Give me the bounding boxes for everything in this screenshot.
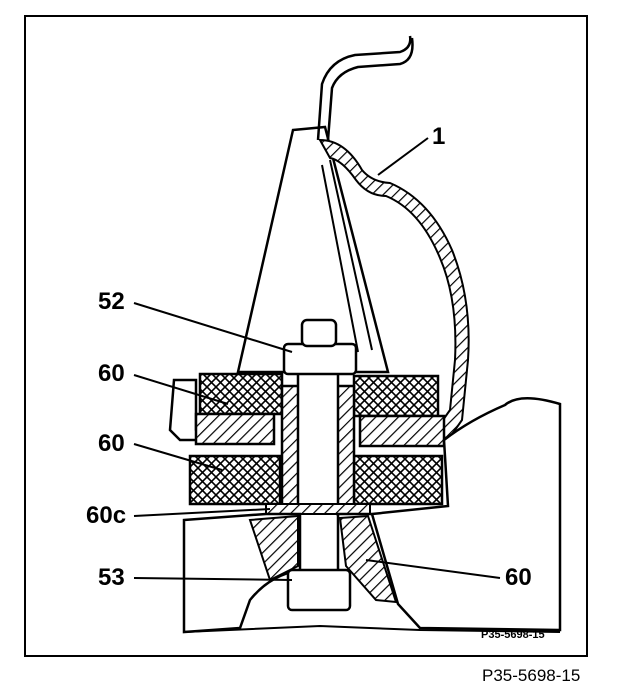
upper-plate-right [358,414,446,448]
lower-mount-right [352,454,444,506]
lower-mount-left [188,454,282,506]
callout-1: 1 [432,123,446,150]
callout-60-middle: 60 [98,430,125,457]
bolt-head [286,568,352,612]
lower-section-left-hatch [248,514,299,582]
upper-mount-right [352,374,440,418]
lower-section-right-hatch [338,514,398,604]
callout-60c: 60c [86,502,127,529]
lower-body-right [336,397,562,632]
inner-rod [321,159,373,353]
nut [282,342,358,376]
callout-53: 53 [98,564,125,591]
upper-plate-left [194,412,276,446]
callout-60-upper: 60 [98,360,125,387]
body-panel-1 [316,35,414,141]
bolt-tip [300,318,338,348]
figure-caption: P35-5698-15 [482,666,581,685]
callout-60-lower: 60 [505,564,532,591]
leader-lines [133,137,501,581]
bottom-contour [183,624,561,633]
drawing-border [24,15,588,657]
callout-52: 52 [98,288,125,315]
drawing-code: P35-5698-15 [481,629,545,641]
bolt-shank [296,348,340,580]
upper-mount-left [198,372,284,416]
washer-60c [265,503,371,515]
